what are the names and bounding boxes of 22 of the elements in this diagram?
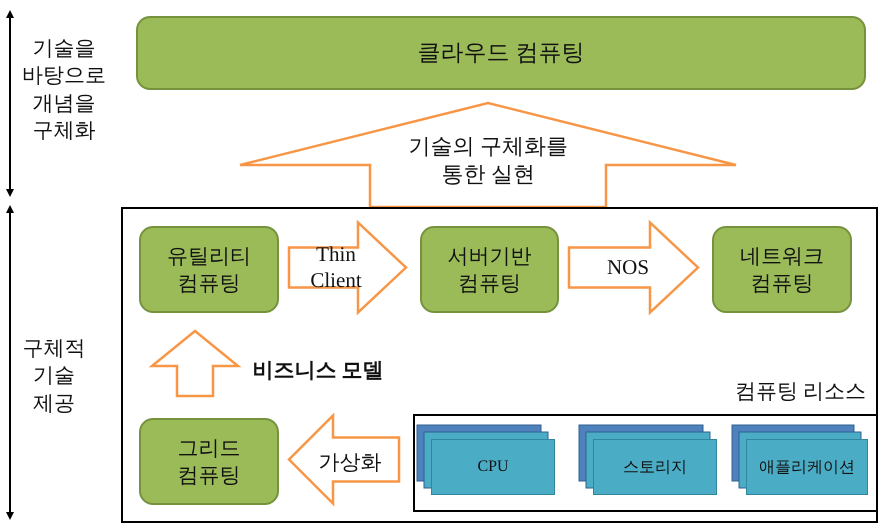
process-box: 클라우드 컴퓨팅 (136, 16, 866, 90)
edge-label: 가상화 (318, 448, 382, 476)
edge-label: 비즈니스 모델 (252, 356, 384, 384)
group-heading: 컴퓨팅 리소스 (734, 378, 866, 404)
resource-card: CPU (431, 439, 555, 495)
side-label: 기술을 바탕으로 개념을 구체화 (21, 35, 107, 144)
resource-card: 애플리케이션 (746, 439, 868, 495)
edge-label: NOS (607, 254, 649, 280)
frame-box (121, 207, 878, 523)
process-box: 네트워크 컴퓨팅 (712, 226, 852, 313)
edge-label: Thin Client (309, 240, 363, 294)
block-arrow (148, 329, 242, 398)
block-arrow (568, 220, 700, 316)
process-box: 그리드 컴퓨팅 (139, 418, 279, 505)
edge-label: 기술의 구체화를 통한 실현 (407, 132, 569, 188)
resource-card: 스토리지 (593, 439, 717, 495)
block-arrow (238, 102, 738, 208)
side-label: 구체적 기술 제공 (22, 335, 86, 417)
block-arrow (287, 412, 400, 507)
process-box: 유틸리티 컴퓨팅 (139, 226, 279, 313)
block-arrow (288, 220, 408, 316)
process-box: 서버기반 컴퓨팅 (420, 226, 559, 313)
